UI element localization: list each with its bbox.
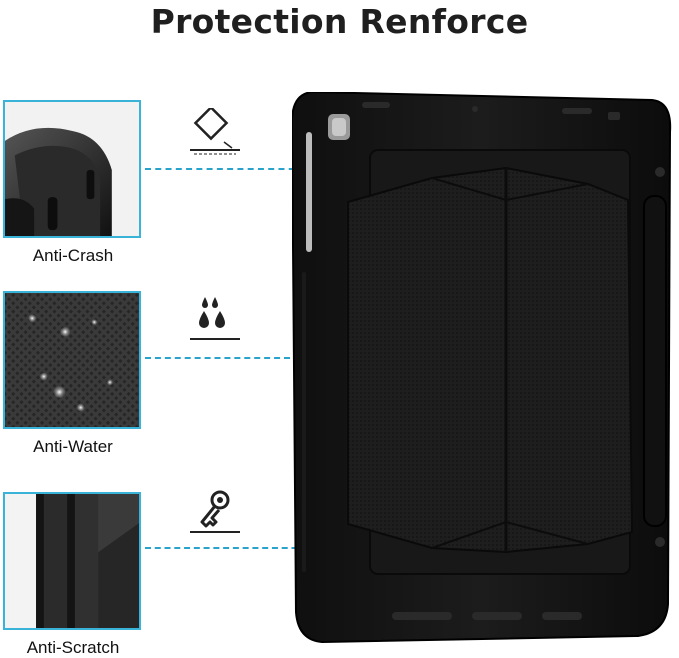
water-drops-icon (188, 295, 242, 345)
anti-water-label: Anti-Water (33, 437, 113, 456)
anti-water-thumbnail (3, 291, 141, 429)
anti-crash-label: Anti-Crash (32, 246, 114, 265)
connector-line-scratch (145, 547, 317, 549)
connector-line-crash (145, 168, 305, 170)
key-icon (188, 488, 242, 538)
tablet-case-illustration (292, 92, 672, 644)
page-title: Protection Renforce (150, 2, 529, 41)
impact-icon (188, 108, 242, 158)
anti-scratch-label: Anti-Scratch (26, 638, 120, 657)
anti-scratch-thumbnail (3, 492, 141, 630)
anti-crash-thumbnail (3, 100, 141, 238)
connector-line-water (145, 357, 429, 359)
